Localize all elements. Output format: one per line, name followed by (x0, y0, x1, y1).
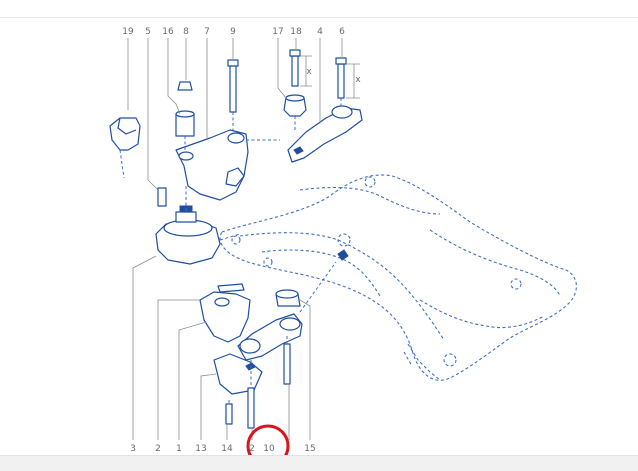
callout-1: 1 (176, 444, 182, 454)
callout-7: 7 (204, 27, 210, 37)
assembly-lines (119, 98, 342, 404)
callout-16: 16 (162, 27, 174, 37)
callout-19: 19 (122, 27, 134, 37)
dimension-mark-x-2: x (355, 75, 361, 85)
bottom-bar (0, 455, 638, 471)
callout-9: 9 (230, 27, 236, 37)
callout-17: 17 (272, 27, 283, 37)
upper-engine-mount-assembly (109, 49, 363, 265)
callout-6: 6 (339, 27, 345, 37)
callouts-bottom: 3 2 1 13 14 2 10 15 (130, 444, 316, 454)
callout-10: 10 (263, 444, 275, 454)
callout-2-lower: 2 (249, 444, 255, 454)
subframe (219, 174, 577, 381)
callout-14: 14 (221, 444, 233, 454)
leader-lines (127, 38, 360, 440)
callout-8: 8 (183, 27, 189, 37)
callout-2: 2 (155, 444, 161, 454)
top-bar (0, 0, 638, 18)
callout-5: 5 (145, 27, 151, 37)
callout-3: 3 (130, 444, 136, 454)
callout-18: 18 (290, 27, 302, 37)
lower-engine-mount-assembly (199, 283, 303, 429)
callout-4: 4 (317, 27, 323, 37)
callout-15: 15 (304, 444, 315, 454)
callout-13: 13 (195, 444, 206, 454)
dimension-mark-x: x (306, 67, 312, 77)
callouts-top: 19 5 16 8 7 9 17 18 4 6 x x (122, 27, 361, 85)
